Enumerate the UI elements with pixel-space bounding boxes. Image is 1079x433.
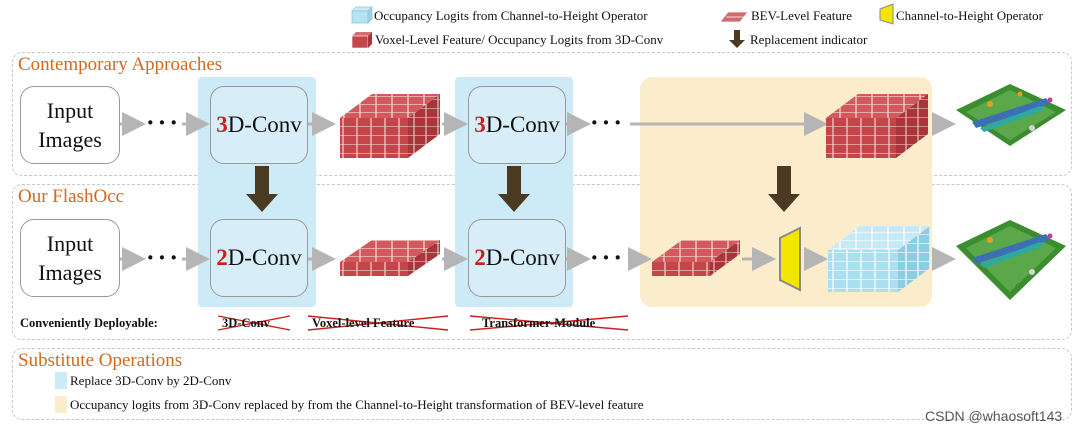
deploy-item-transformer: Transformer-Module	[482, 316, 596, 330]
strike-x-3b	[469, 315, 629, 331]
voxel-feature-cube-2-icon	[826, 94, 928, 158]
bev-feature-swatch-icon	[719, 11, 749, 23]
legend-occupancy-c2h: Occupancy Logits from Channel-to-Height …	[374, 8, 648, 23]
conv-suffix: D-Conv	[227, 245, 302, 270]
watermark: CSDN @whaosoft143	[925, 408, 1063, 424]
legend-bev-feature: BEV-Level Feature	[751, 8, 852, 23]
substitute-yellow-swatch	[55, 396, 67, 413]
strike-x-1b	[217, 315, 291, 331]
c2h-operator-icon	[779, 226, 801, 292]
deploy-item-3dconv: 3D-Conv	[222, 316, 270, 330]
legend-c2h-operator: Channel-to-Height Operator	[896, 8, 1043, 23]
substitute-item-2: Occupancy logits from 3D-Conv replaced b…	[70, 397, 644, 412]
replacement-arrow-3-icon	[768, 166, 800, 212]
c2h-operator-swatch-icon	[879, 3, 894, 25]
replacement-arrow-1-icon	[246, 166, 278, 212]
ellipsis-bottom-1: ···	[146, 243, 182, 272]
section-title-contemporary: Contemporary Approaches	[18, 54, 223, 75]
replacement-arrow-2-icon	[498, 166, 530, 212]
deploy-label: Conveniently Deployable:	[20, 316, 158, 330]
legend-voxel-feature: Voxel-Level Feature/ Occupancy Logits fr…	[375, 32, 664, 47]
conv3d-box-2: 3D-Conv	[468, 86, 566, 164]
conv2d-box-1: 2D-Conv	[210, 219, 308, 297]
ellipsis-top-1: ···	[146, 108, 182, 137]
occupancy-logits-cube-icon	[828, 226, 930, 292]
voxel-feature-swatch-icon	[351, 32, 372, 49]
conv3d-box-1: 3D-Conv	[210, 86, 308, 164]
conv-digit: 3	[216, 112, 228, 137]
substitute-blue-swatch	[55, 372, 67, 389]
bev-feature-flat-2-icon	[652, 240, 740, 276]
input-images-box-top: Input Images	[20, 86, 120, 164]
deploy-item-voxel: Voxel-level Feature	[312, 316, 415, 330]
conv2d-box-2: 2D-Conv	[468, 219, 566, 297]
voxel-feature-cube-1-icon	[340, 94, 440, 158]
ellipsis-bottom-2: ···	[590, 243, 626, 272]
occupancy-scene-bottom-icon	[956, 220, 1066, 300]
legend-replacement: Replacement indicator	[750, 32, 868, 47]
conv-suffix: D-Conv	[227, 112, 302, 137]
conv-suffix: D-Conv	[485, 245, 560, 270]
conv-digit: 2	[474, 245, 486, 270]
substitute-panel	[12, 348, 1072, 420]
conv-digit: 2	[216, 245, 228, 270]
strike-x-2b	[307, 315, 449, 331]
bev-feature-flat-1-icon	[340, 240, 440, 276]
conv-suffix: D-Conv	[485, 112, 560, 137]
ellipsis-top-2: ···	[590, 108, 626, 137]
substitute-item-1: Replace 3D-Conv by 2D-Conv	[70, 373, 232, 388]
input-images-label-bottom: Input Images	[38, 231, 102, 285]
conv-digit: 3	[474, 112, 486, 137]
occupancy-scene-top-icon	[956, 84, 1066, 146]
replacement-arrow-swatch-icon	[729, 30, 745, 48]
occupancy-logits-swatch-icon	[351, 6, 373, 24]
input-images-box-bottom: Input Images	[20, 219, 120, 297]
input-images-label-top: Input Images	[38, 98, 102, 152]
section-title-substitute: Substitute Operations	[18, 350, 183, 371]
section-title-flashocc: Our FlashOcc	[18, 186, 125, 207]
